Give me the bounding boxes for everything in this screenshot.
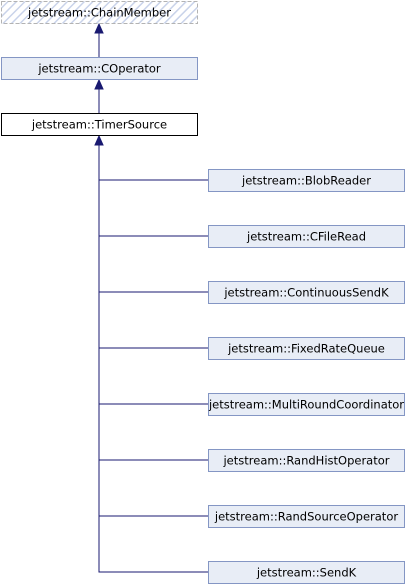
node-rand-source-operator[interactable]: jetstream::RandSourceOperator	[208, 505, 405, 528]
arrowhead-timer-source	[94, 134, 104, 146]
arrowhead-chain-member	[94, 22, 104, 34]
node-label-blob-reader: jetstream::BlobReader	[241, 174, 371, 188]
arrowhead-coperator	[94, 78, 104, 90]
node-label-multi-round-coordinator: jetstream::MultiRoundCoordinator	[208, 398, 404, 412]
node-chain-member[interactable]: jetstream::ChainMember	[1, 1, 198, 24]
node-box-blob-reader	[208, 169, 405, 192]
edge-blob-reader-to-timer-source	[98, 144, 208, 181]
node-rand-hist-operator[interactable]: jetstream::RandHistOperator	[208, 449, 405, 472]
node-send-k[interactable]: jetstream::SendK	[208, 561, 405, 584]
edge-cfile-read-to-timer-source	[98, 144, 208, 237]
node-box-chain-member	[1, 1, 198, 24]
edge-continuous-send-k-to-timer-source	[98, 144, 208, 293]
node-box-cfile-read	[208, 225, 405, 248]
edge-send-k-to-timer-source	[98, 144, 208, 573]
node-label-coperator: jetstream::COperator	[37, 62, 161, 76]
edges	[94, 22, 208, 573]
node-label-send-k: jetstream::SendK	[256, 566, 357, 580]
node-label-timer-source: jetstream::TimerSource	[31, 118, 167, 132]
node-label-continuous-send-k: jetstream::ContinuousSendK	[223, 286, 389, 300]
node-cfile-read[interactable]: jetstream::CFileRead	[208, 225, 405, 248]
node-label-rand-hist-operator: jetstream::RandHistOperator	[222, 454, 389, 468]
node-label-fixed-rate-queue: jetstream::FixedRateQueue	[227, 342, 385, 356]
edge-rand-hist-operator-to-timer-source	[98, 144, 208, 461]
node-box-coperator	[1, 57, 198, 80]
node-label-cfile-read: jetstream::CFileRead	[246, 230, 366, 244]
node-box-fixed-rate-queue	[208, 337, 405, 360]
node-fixed-rate-queue[interactable]: jetstream::FixedRateQueue	[208, 337, 405, 360]
node-multi-round-coordinator[interactable]: jetstream::MultiRoundCoordinator	[208, 393, 405, 416]
edge-multi-round-coordinator-to-timer-source	[98, 144, 208, 405]
node-label-chain-member: jetstream::ChainMember	[27, 6, 171, 20]
node-blob-reader[interactable]: jetstream::BlobReader	[208, 169, 405, 192]
edge-fixed-rate-queue-to-timer-source	[98, 144, 208, 349]
node-box-rand-hist-operator	[208, 449, 405, 472]
node-timer-source[interactable]: jetstream::TimerSource	[1, 113, 198, 136]
node-box-continuous-send-k	[208, 281, 405, 304]
node-continuous-send-k[interactable]: jetstream::ContinuousSendK	[208, 281, 405, 304]
node-coperator[interactable]: jetstream::COperator	[1, 57, 198, 80]
node-label-rand-source-operator: jetstream::RandSourceOperator	[214, 510, 398, 524]
node-box-timer-source	[1, 113, 198, 136]
node-box-rand-source-operator	[208, 505, 405, 528]
node-box-multi-round-coordinator	[208, 393, 405, 416]
